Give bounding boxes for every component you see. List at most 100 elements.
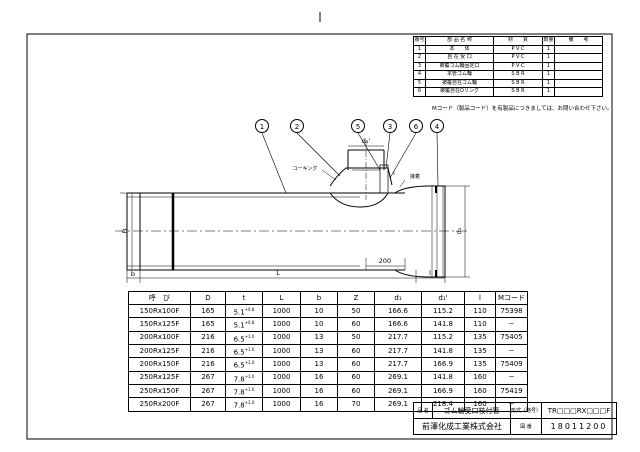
dim-200: 200 <box>379 257 391 265</box>
parts-cell <box>554 53 603 63</box>
parts-cell <box>554 70 603 80</box>
dims-cell-l: 160 <box>464 383 496 399</box>
thickness-value: 6.5 <box>233 361 245 370</box>
dims-cell-L: 1000 <box>262 357 301 372</box>
thickness-value: 6.5 <box>233 334 245 343</box>
dims-cell-m: 75405 <box>495 330 528 345</box>
dims-cell-b: 10 <box>300 303 338 319</box>
dims-cell-t: 5.1+0.8 <box>225 303 263 319</box>
thickness-tolerance: +1.0 <box>244 400 255 406</box>
parts-header: 数量 <box>542 36 555 46</box>
dims-cell-name: 150Rx100F <box>128 303 191 319</box>
dims-cell-l: 135 <box>464 357 496 372</box>
dims-cell-d1: 166.6 <box>374 303 422 319</box>
parts-header-row: 番号 部 品 名 称 材 質 数量 備 考 <box>413 36 603 46</box>
dims-cell-m: 75409 <box>495 357 528 372</box>
drawing-no-label: 図 番 <box>509 418 543 435</box>
dims-header: t <box>225 291 263 305</box>
callout-3 <box>383 119 397 169</box>
dims-cell-d1p: 166.9 <box>421 383 465 399</box>
dims-cell-b: 13 <box>300 357 338 372</box>
dims-cell-m: － <box>495 370 528 385</box>
thickness-value: 7.8 <box>233 388 245 397</box>
dims-cell-D: 267 <box>190 397 226 412</box>
dims-cell-name: 250Rx125F <box>128 370 191 385</box>
form-value: TR□□□RX□□□F <box>541 402 618 419</box>
dims-cell-d1: 217.7 <box>374 343 422 359</box>
dims-cell-t: 6.5+1.0 <box>225 357 263 372</box>
parts-cell: 1 <box>542 70 555 80</box>
parts-cell: S B R <box>493 87 543 97</box>
parts-cell: P V C <box>493 44 543 54</box>
dims-cell-d1: 217.7 <box>374 330 422 345</box>
dims-cell-Z: 60 <box>337 343 375 359</box>
dims-cell-t: 5.1+0.8 <box>225 317 263 332</box>
dims-cell-Z: 50 <box>337 330 375 345</box>
dims-cell-Z: 70 <box>337 397 375 412</box>
parts-cell: 5 <box>413 78 426 88</box>
dims-cell-name: 150Rx125F <box>128 317 191 332</box>
thickness-tolerance: +1.0 <box>244 386 255 392</box>
dims-cell-d1: 269.1 <box>374 397 422 412</box>
dims-cell-m: － <box>495 343 528 359</box>
dims-cell-b: 16 <box>300 383 338 399</box>
dims-cell-D: 165 <box>190 317 226 332</box>
dims-cell-t: 6.5+1.0 <box>225 330 263 345</box>
sheet-border <box>26 33 613 440</box>
parts-cell: 本 体 <box>425 44 494 54</box>
parts-cell: 本管ゴム輪 <box>425 70 494 80</box>
dim-d1: d₁ <box>455 227 463 234</box>
dims-cell-D: 216 <box>190 330 226 345</box>
parts-cell: 1 <box>542 44 555 54</box>
dims-header: 呼 び <box>128 291 191 305</box>
dims-header: d₁' <box>421 291 465 305</box>
dims-cell-d1p: 141.8 <box>421 317 465 332</box>
dims-cell-t: 7.8+1.0 <box>225 370 263 385</box>
callout-label: 1 <box>260 123 264 131</box>
dims-header: b <box>300 291 338 305</box>
table-row: 6 被覆自在Oリング S B R 1 <box>413 87 603 97</box>
form-label: 形式（略号） <box>509 402 543 419</box>
dims-cell-L: 1000 <box>262 303 301 319</box>
dims-cell-d1p: 141.8 <box>421 343 465 359</box>
table-row: 3 被覆ゴム輪固定口 P V C 1 <box>413 61 603 71</box>
dims-cell-l: 110 <box>464 317 496 332</box>
thickness-tolerance: +1.0 <box>244 333 255 339</box>
dims-cell-d1: 217.7 <box>374 357 422 372</box>
parts-cell <box>554 61 603 71</box>
dims-header: L <box>262 291 301 305</box>
dims-cell-d1p: 115.2 <box>421 303 465 319</box>
dims-cell-Z: 60 <box>337 370 375 385</box>
callout-label: 2 <box>295 123 299 131</box>
dims-cell-name: 200Rx125F <box>128 343 191 359</box>
product-name: ゴム輪受口枝付管 <box>432 402 511 419</box>
parts-cell: 6 <box>413 87 426 97</box>
dims-cell-d1: 166.6 <box>374 317 422 332</box>
callout-label: 3 <box>388 123 392 131</box>
dims-cell-t: 7.8+1.0 <box>225 383 263 399</box>
thickness-value: 7.8 <box>233 401 245 410</box>
dims-cell-l: 135 <box>464 330 496 345</box>
dim-l: l <box>429 269 431 277</box>
dims-cell-D: 216 <box>190 343 226 359</box>
dims-header-row: 呼 び D t L b Z d₁ d₁' l Mコード <box>128 291 528 305</box>
table-row: 4 本管ゴム輪 S B R 1 <box>413 70 603 80</box>
name-label: 品 名 <box>413 402 433 419</box>
drawing-number: 18011200 <box>541 418 618 435</box>
dims-cell-D: 165 <box>190 303 226 319</box>
main-pipe <box>126 185 446 278</box>
thickness-tolerance: +1.0 <box>244 373 255 379</box>
parts-header: 番号 <box>413 36 426 46</box>
thickness-tolerance: +1.0 <box>244 360 255 366</box>
dims-cell-m: 75419 <box>495 383 528 399</box>
dims-cell-L: 1000 <box>262 343 301 359</box>
dims-cell-b: 13 <box>300 343 338 359</box>
